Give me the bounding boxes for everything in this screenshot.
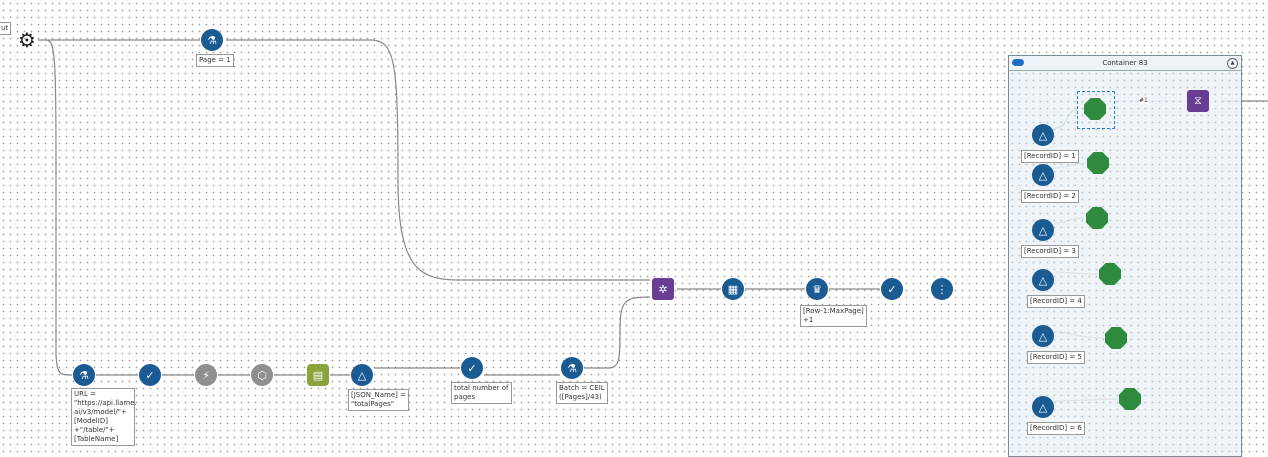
macro-input-label: ut: [0, 22, 12, 35]
formula-tool-url[interactable]: ⚗: [73, 364, 95, 386]
macro-tool-3[interactable]: [1086, 207, 1108, 229]
filter-record-label: [RecordID] = 5: [1027, 351, 1085, 364]
filter-tool-record-2[interactable]: △: [1032, 164, 1054, 186]
generate-rows-icon: ♛: [812, 282, 822, 296]
filter-tool-record-3[interactable]: △: [1032, 219, 1054, 241]
network-icon: ✲: [658, 282, 668, 296]
table-icon: ▦: [727, 282, 739, 296]
filter-tool-record-4[interactable]: △: [1032, 269, 1054, 291]
check-icon: ✓: [887, 282, 897, 296]
formula-url-label: URL = "https://api.llame. ai/v3/model/"+…: [71, 388, 137, 446]
filter-icon: △: [1038, 168, 1048, 182]
filter-record-label: [RecordID] = 3: [1021, 245, 1079, 258]
filter-label: [JSON_Name] = "totalPages": [348, 389, 409, 411]
container-toggle[interactable]: [1012, 59, 1024, 66]
filter-record-label: [RecordID] = 2: [1021, 190, 1079, 203]
select-pages-label: total number of pages: [451, 382, 512, 404]
select-tool-final[interactable]: ✓: [881, 278, 903, 300]
summarize-tool[interactable]: ▦: [722, 278, 744, 300]
append-fields-tool[interactable]: ✲: [652, 278, 674, 300]
filter-icon: △: [1038, 400, 1048, 414]
container-83[interactable]: Container 83 ▲: [1008, 55, 1242, 457]
filter-record-label: [RecordID] = 6: [1027, 422, 1085, 435]
connection-label: #1: [1139, 97, 1148, 104]
json-parse-tool[interactable]: ⬡: [251, 364, 273, 386]
filter-tool-record-1[interactable]: △: [1032, 124, 1054, 146]
batch-label: Batch = CEIL ([Pages]/43): [556, 382, 608, 404]
filter-tool-totalpages[interactable]: △: [351, 364, 373, 386]
text-to-columns-tool[interactable]: ▤: [307, 364, 329, 386]
formula-page-label: Page = 1: [196, 54, 234, 67]
container-title: Container 83: [1102, 59, 1148, 67]
download-tool[interactable]: ⚡: [195, 364, 217, 386]
filter-icon: △: [1038, 273, 1048, 287]
formula-tool-batch[interactable]: ⚗: [561, 357, 583, 379]
generate-rows-tool[interactable]: ♛: [806, 278, 828, 300]
macro-input-gear-icon[interactable]: ⚙: [18, 28, 36, 52]
filter-icon: △: [1038, 128, 1048, 142]
columns-icon: ▤: [312, 368, 324, 382]
generate-rows-label: [Row-1:MaxPage] +1: [800, 305, 867, 327]
flask-icon: ⚗: [79, 368, 89, 382]
check-icon: ✓: [145, 368, 155, 382]
filter-icon: △: [357, 368, 367, 382]
filter-tool-record-6[interactable]: △: [1032, 396, 1054, 418]
numbered-list-icon: ⋮: [936, 282, 948, 296]
collapse-icon[interactable]: ▲: [1227, 58, 1238, 69]
select-tool[interactable]: ✓: [139, 364, 161, 386]
macro-tool-1[interactable]: [1084, 98, 1106, 120]
container-header: Container 83 ▲: [1009, 56, 1241, 71]
check-icon: ✓: [467, 361, 477, 375]
filter-record-label: [RecordID] = 1: [1021, 150, 1079, 163]
filter-tool-record-5[interactable]: △: [1032, 325, 1054, 347]
macro-tool-6[interactable]: [1119, 388, 1141, 410]
filter-record-label: [RecordID] = 4: [1027, 295, 1085, 308]
dynamic-input-tool[interactable]: ⧖: [1187, 90, 1209, 112]
selection-box: [1077, 91, 1115, 129]
macro-tool-2[interactable]: [1087, 152, 1109, 174]
macro-tool-5[interactable]: [1105, 327, 1127, 349]
dna-icon: ⧖: [1194, 94, 1202, 107]
select-tool-pages[interactable]: ✓: [461, 357, 483, 379]
flask-icon: ⚗: [567, 361, 577, 375]
formula-tool-page[interactable]: ⚗: [201, 29, 223, 51]
flask-icon: ⚗: [207, 33, 217, 47]
hexagon-icon: ⬡: [257, 368, 267, 382]
record-id-tool[interactable]: ⋮: [931, 278, 953, 300]
filter-icon: △: [1038, 223, 1048, 237]
macro-tool-4[interactable]: [1099, 263, 1121, 285]
lightning-icon: ⚡: [202, 368, 210, 382]
filter-icon: △: [1038, 329, 1048, 343]
